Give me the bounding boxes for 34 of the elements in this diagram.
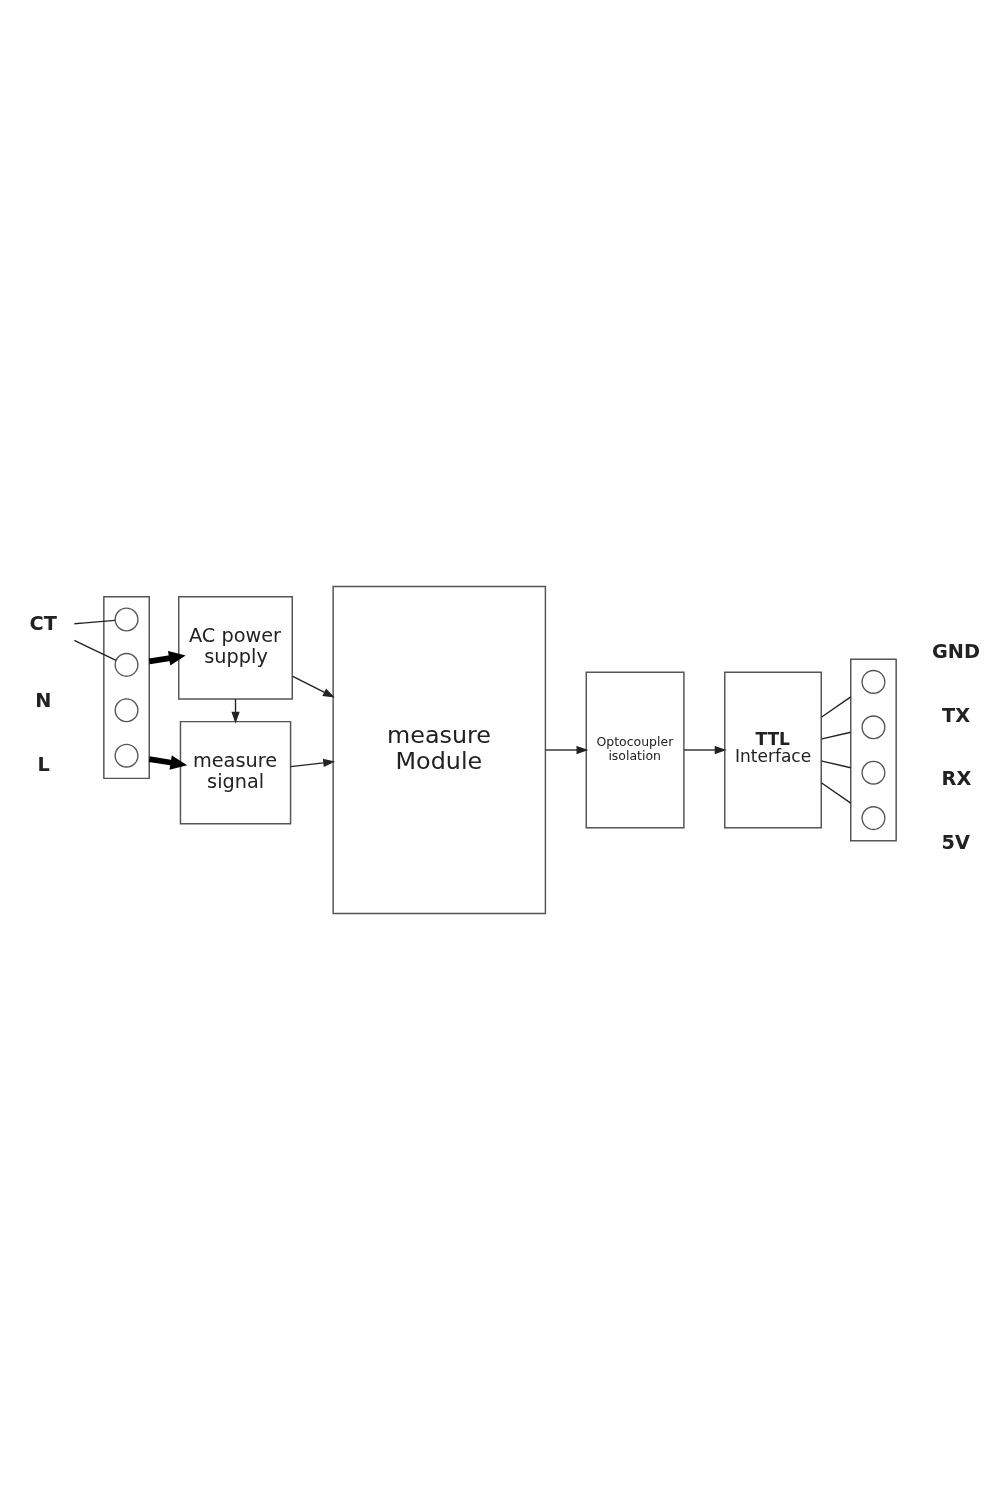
node-circle [114,743,139,768]
arrow [148,651,186,666]
connector [820,760,852,769]
node-box: TTL Interface [724,671,822,829]
node-label: L [37,752,50,776]
arrow [683,745,727,755]
cluster [850,658,897,842]
node-box: AC power supply [178,596,293,700]
node-circle [114,698,139,723]
connector [820,782,852,804]
node-box: Optocoupler isolation [585,671,685,829]
node-label: N [35,688,52,712]
node-circle [861,669,886,694]
arrow [289,758,336,768]
connector [820,731,852,740]
node-circle [114,652,139,677]
node-label: 5V [941,830,970,854]
connector [73,619,116,625]
node-circle [861,760,886,785]
node-circle [114,607,139,632]
node-label: GND [931,640,980,664]
connector [73,639,117,662]
node-circle [861,806,886,831]
arrow [545,745,589,755]
node-circle [861,715,886,740]
connector [820,696,852,718]
node-box: measure Module [332,585,547,915]
node-text: CT [29,611,57,635]
node-label: TX [942,703,971,727]
arrow [148,755,188,770]
node-label: RX [941,767,972,791]
cluster [103,596,150,780]
arrow [292,675,335,698]
node-box: measure signal [179,720,292,825]
